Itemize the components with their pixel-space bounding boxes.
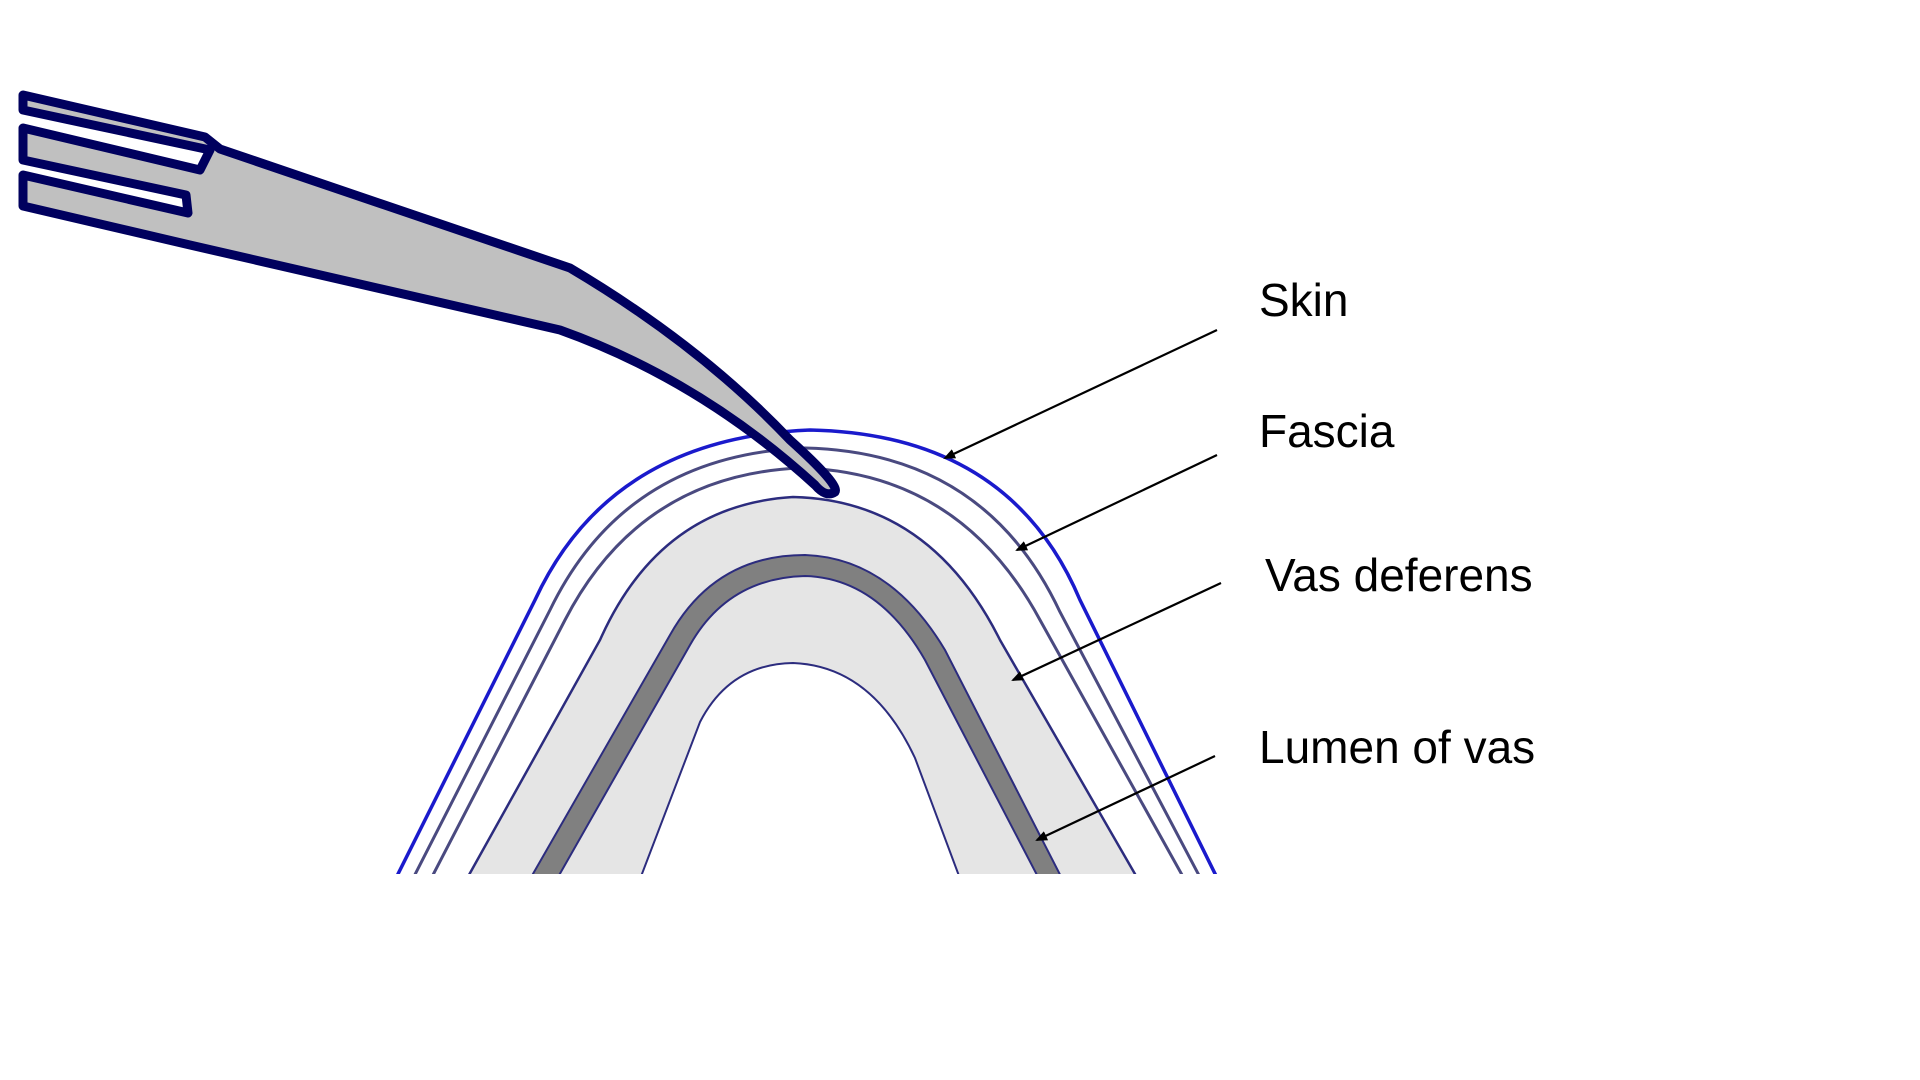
fascia-arrow <box>1015 454 1218 551</box>
vas-deferens-label: Vas deferens <box>1265 549 1533 601</box>
leader-arrows <box>943 329 1222 841</box>
vas-deferens-arrow <box>1011 582 1222 681</box>
lumen-label: Lumen of vas <box>1259 721 1536 773</box>
forceps-icon <box>18 90 840 499</box>
lumen <box>640 661 960 874</box>
tissue-layers <box>396 428 1218 874</box>
vas-wall-band <box>531 553 1061 874</box>
lumen-arrow <box>1035 755 1216 841</box>
skin-label: Skin <box>1259 274 1349 326</box>
forceps-body <box>18 90 840 499</box>
fascia-label: Fascia <box>1259 405 1395 457</box>
skin-line <box>396 428 1218 874</box>
skin-arrow <box>943 329 1218 459</box>
